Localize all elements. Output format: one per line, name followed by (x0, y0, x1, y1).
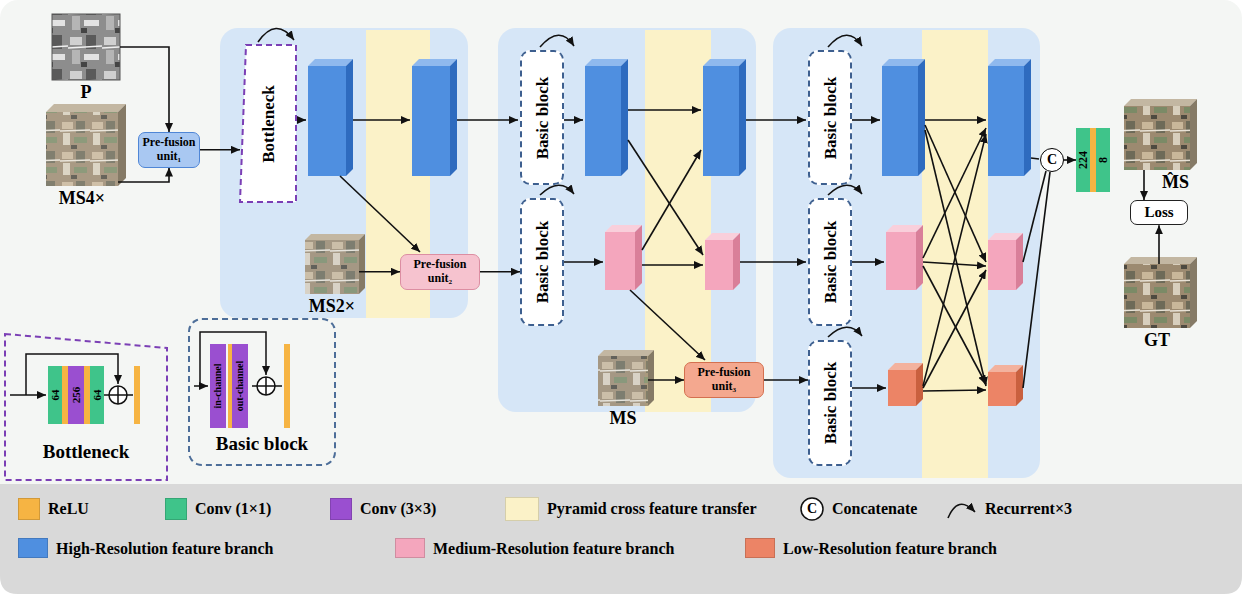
legend-text: Concatenate (832, 499, 917, 518)
node-text: 64 (92, 390, 103, 401)
legend-swatch (745, 538, 775, 558)
basic-block: Basic block (520, 50, 564, 185)
loss-box: Loss (1130, 200, 1188, 225)
node-text: 64 (50, 390, 61, 401)
node-text: Pre-fusion unit₂ (403, 258, 477, 286)
sample-label: C (807, 502, 817, 516)
legend-swatch (505, 497, 539, 521)
node-text: Bottleneck (260, 85, 277, 162)
node-text: Basic block (822, 221, 839, 304)
conv-bar: out-channel (232, 344, 248, 428)
node-text: Pre-fusion unit₁ (141, 136, 197, 164)
node-text: MS4× (59, 189, 105, 209)
bottleneck-block: Bottleneck (240, 45, 296, 202)
feature-wires (258, 28, 1050, 391)
legend-text: Conv (1×1) (195, 499, 271, 518)
legend-text: Medium-Resolution feature branch (433, 539, 674, 558)
connector-arrow (200, 149, 240, 151)
node-text: in-channel (213, 363, 223, 408)
node-text: MS (610, 409, 637, 429)
node-text: Basic block (822, 362, 839, 445)
node-text: MS2× (309, 297, 355, 317)
legend-text: Recurrent×3 (985, 499, 1072, 518)
legend-swatch (165, 498, 187, 520)
conv-bar: in-channel (210, 344, 226, 428)
prefusion-unit: Pre-fusion unit₃ (684, 362, 764, 398)
legend-text: ReLU (48, 499, 89, 518)
bottleneck-inset-wiring (10, 354, 140, 424)
connector-arrow (1158, 225, 1160, 264)
trapezoid-shape (240, 45, 296, 202)
node-text: Bottleneck (5, 442, 167, 463)
conv-bar: 64 (48, 366, 62, 424)
bottleneck-inset: Bottleneck 64 256 64 (5, 334, 167, 480)
basic-block: Basic block (520, 198, 564, 326)
connector-arrow (359, 271, 400, 273)
legend-swatch (18, 538, 48, 558)
legend-text: Conv (3×3) (360, 499, 436, 518)
stage-panel (773, 28, 1040, 478)
legend-text: Pyramid cross feature transfer (547, 499, 757, 518)
connector-arrow (1143, 170, 1145, 200)
node-text: Basic block (190, 434, 334, 455)
basic-block: Basic block (808, 198, 852, 326)
feature-maps (308, 59, 1031, 406)
node-text: Basic block (534, 76, 551, 159)
prefusion-unit: Pre-fusion unit₁ (138, 132, 200, 168)
node-text: C (1047, 153, 1057, 167)
image-tile: GT (1124, 264, 1190, 328)
image-tile: P (52, 14, 120, 80)
connector-arrow (764, 379, 808, 381)
connector-arrow (120, 47, 169, 132)
image-tile: M̂S (1124, 106, 1190, 170)
connector-arrow (1064, 159, 1076, 161)
basic-block-inset-wiring (194, 332, 290, 428)
node-text: Basic block (822, 76, 839, 159)
legend-band (0, 484, 1242, 594)
transfer-band (922, 30, 988, 478)
node-text: out-channel (235, 361, 245, 412)
prefusion-unit: Pre-fusion unit₂ (400, 254, 480, 290)
conv-bar: 256 (68, 366, 84, 424)
node-text: Pre-fusion unit₃ (687, 366, 761, 394)
node-text: P (81, 83, 92, 103)
image-tile: MS (598, 356, 648, 406)
legend-swatch (18, 498, 40, 520)
connector-arrow (480, 271, 520, 273)
recurrent-sample (948, 504, 975, 518)
concat-circle: C (1040, 148, 1064, 172)
node-text: Basic block (534, 221, 551, 304)
connector-arrow (118, 168, 169, 182)
basic-block-inset: Basic block in-channel out-channel (188, 318, 336, 466)
node-text: 8 (1097, 157, 1109, 163)
trapezoid-shape (5, 334, 167, 480)
stage-panel (498, 28, 756, 412)
node-text: M̂S (1162, 173, 1189, 193)
legend-swatch (395, 538, 425, 558)
node-text: GT (1144, 331, 1170, 351)
legend-swatch (330, 498, 352, 520)
node-text: Loss (1144, 204, 1173, 221)
conv-bar: 8 (1096, 128, 1110, 192)
transfer-band (645, 30, 711, 412)
connector-arrow (648, 379, 684, 381)
concat-sample (801, 498, 823, 520)
image-tile: MS2× (305, 240, 359, 294)
conv-bar: 224 (1076, 128, 1090, 192)
conv-bar: 64 (90, 366, 104, 424)
basic-block: Basic block (808, 50, 852, 185)
node-text: 224 (1077, 151, 1089, 169)
legend-text: Low-Resolution feature branch (783, 539, 997, 558)
image-tile: MS4× (46, 112, 118, 186)
basic-block: Basic block (808, 340, 852, 466)
node-text: 256 (71, 387, 82, 404)
legend-text: High-Resolution feature branch (56, 539, 273, 558)
